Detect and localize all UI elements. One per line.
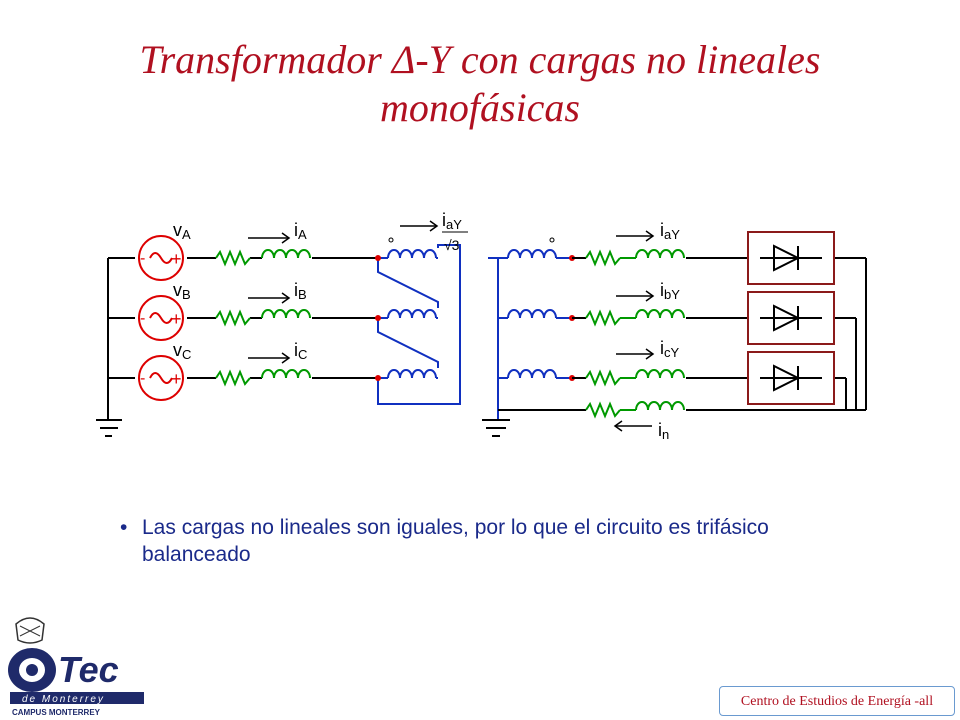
label-delta-num: iaY bbox=[442, 210, 462, 232]
secondary-impedances bbox=[585, 249, 685, 419]
inductor-c bbox=[261, 369, 311, 379]
label-icy: icY bbox=[660, 338, 680, 360]
polarity-dot-secondary bbox=[549, 237, 555, 243]
source-a: -+ bbox=[138, 235, 184, 281]
resistor-c bbox=[215, 369, 251, 387]
diagram-labels: vA vB vC iA iB iC iaY √3 iaY ibY icY in bbox=[173, 210, 680, 442]
nonlinear-loads bbox=[747, 231, 835, 405]
source-c: -+ bbox=[138, 355, 184, 401]
delta-winding-3 bbox=[387, 369, 437, 379]
label-vb: vB bbox=[173, 280, 191, 302]
label-ia: iA bbox=[294, 220, 307, 242]
delta-winding-1 bbox=[387, 249, 437, 259]
load-c bbox=[747, 351, 835, 405]
footer-label: Centro de Estudios de Energía -all bbox=[719, 686, 955, 716]
polarity-dot-primary bbox=[388, 237, 394, 243]
wye-windings bbox=[488, 249, 572, 420]
primary-current-arrows bbox=[248, 232, 291, 364]
label-iay: iaY bbox=[660, 220, 680, 242]
delta-windings bbox=[377, 244, 461, 405]
secondary-wiring bbox=[498, 257, 867, 411]
svg-text:+: + bbox=[171, 309, 182, 329]
wye-winding-b bbox=[507, 309, 557, 319]
label-va: vA bbox=[173, 220, 191, 242]
primary-wiring bbox=[96, 257, 378, 437]
svg-text:-: - bbox=[140, 370, 145, 387]
svg-text:+: + bbox=[171, 369, 182, 389]
label-delta-den: √3 bbox=[444, 237, 460, 253]
delta-winding-2 bbox=[387, 309, 437, 319]
label-ic: iC bbox=[294, 340, 307, 362]
delta-current-arrow bbox=[400, 220, 439, 232]
label-vc: vC bbox=[173, 340, 191, 362]
bullet-point: • Las cargas no lineales son iguales, po… bbox=[120, 514, 860, 568]
logo-word: Tec bbox=[58, 649, 119, 690]
wye-winding-c bbox=[507, 369, 557, 379]
secondary-current-arrows bbox=[613, 230, 655, 432]
label-in: in bbox=[658, 420, 669, 442]
logo-line2: de Monterrey bbox=[22, 694, 105, 705]
tec-logo: Tec de Monterrey CAMPUS MONTERREY bbox=[8, 617, 144, 717]
resistor-b bbox=[215, 309, 251, 327]
load-a bbox=[747, 231, 835, 285]
wye-winding-a bbox=[507, 249, 557, 259]
label-iby: ibY bbox=[660, 280, 680, 302]
svg-text:-: - bbox=[140, 250, 145, 267]
seal-icon bbox=[8, 617, 56, 692]
resistor-a bbox=[215, 249, 251, 267]
title-line-2: monofásicas bbox=[380, 85, 580, 130]
slide-title: Transformador Δ-Y con cargas no lineales… bbox=[40, 36, 920, 132]
label-ib: iB bbox=[294, 280, 307, 302]
bullet-dot: • bbox=[120, 516, 128, 539]
voltage-sources: -+ -+ -+ bbox=[138, 235, 184, 401]
svg-text:-: - bbox=[140, 310, 145, 327]
secondary-ground bbox=[482, 419, 510, 437]
load-b bbox=[747, 291, 835, 345]
delta-dots bbox=[375, 255, 381, 381]
primary-impedances bbox=[215, 249, 311, 387]
source-b: -+ bbox=[138, 295, 184, 341]
inductor-a bbox=[261, 249, 311, 259]
bullet-text: Las cargas no lineales son iguales, por … bbox=[142, 516, 769, 566]
logo-line3: CAMPUS MONTERREY bbox=[12, 708, 101, 717]
inductor-b bbox=[261, 309, 311, 319]
title-line-1: Transformador Δ-Y con cargas no lineales bbox=[139, 37, 821, 82]
svg-text:+: + bbox=[171, 249, 182, 269]
